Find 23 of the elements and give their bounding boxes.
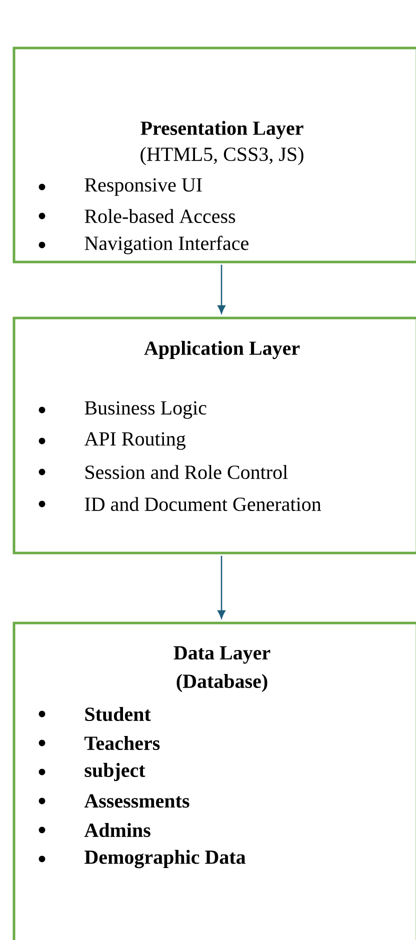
bullet-item: Business Logic: [38, 401, 206, 419]
layer-box: [12, 316, 416, 554]
bullet-item: Teachers: [38, 736, 160, 750]
layer-heading: Application Layer: [144, 340, 300, 360]
layer-subtitle: (HTML5, CSS3, JS): [140, 146, 304, 166]
layer-heading: Presentation Layer: [140, 120, 304, 140]
bullet-item: Session and Role Control: [38, 464, 288, 480]
bullet-item: Role-based Access: [38, 208, 236, 224]
bullet-item: Admins: [38, 822, 150, 838]
bullet-item: Assessments: [38, 794, 190, 808]
bullet-item: Student: [38, 706, 151, 722]
layer-box: [12, 46, 416, 264]
arrow: [218, 556, 226, 619]
bullet-item: API Routing: [38, 432, 186, 450]
bullet-item: ID and Document Generation: [38, 496, 322, 512]
layer-box: [12, 622, 416, 940]
bullet-item: Demographic Data: [38, 850, 246, 868]
layer-subtitle: (Database): [176, 674, 268, 692]
bullet-item: Responsive UI: [38, 178, 202, 196]
layer-heading: Data Layer: [174, 646, 270, 664]
bullet-item: Navigation Interface: [38, 236, 248, 254]
arrow: [218, 264, 226, 314]
bullet-item: subject: [38, 762, 146, 782]
